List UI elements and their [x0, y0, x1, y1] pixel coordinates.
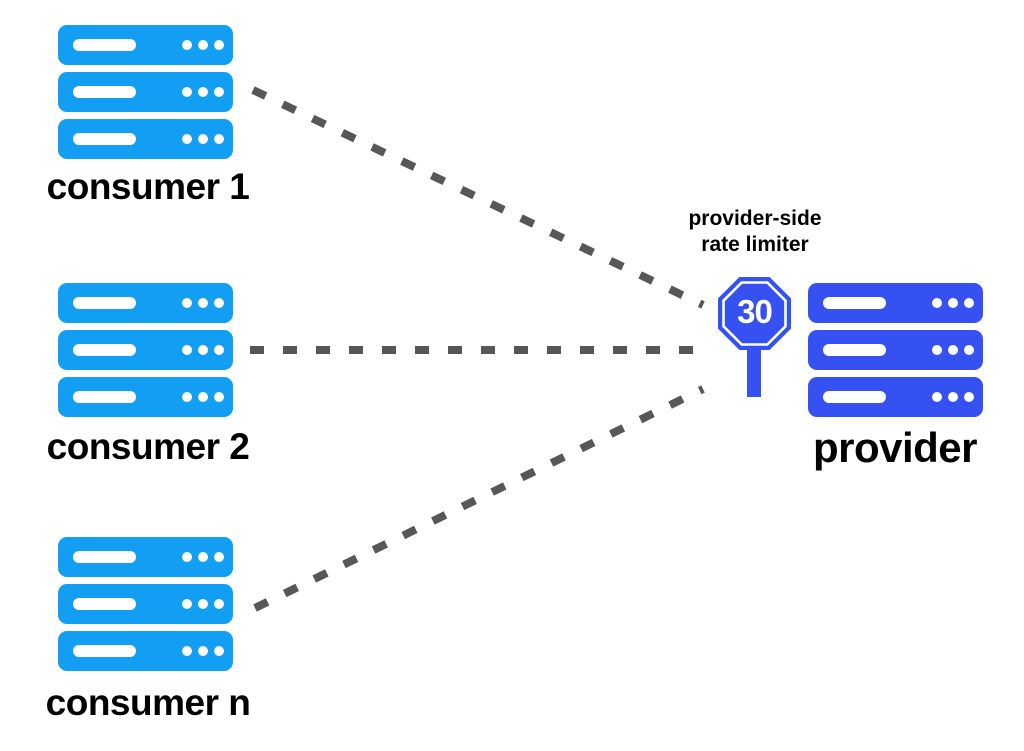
server-slot-bar [823, 344, 886, 356]
server-leds [182, 392, 224, 402]
dashed-line-consumer-1 [251, 86, 705, 309]
server-slot-bar [73, 391, 136, 403]
server-row [58, 631, 233, 671]
server-row [58, 377, 233, 417]
server-row [58, 72, 233, 112]
server-leds [932, 392, 974, 402]
server-slot-bar [73, 344, 136, 356]
server-leds [182, 134, 224, 144]
server-slot-bar [73, 598, 136, 610]
provider-label: provider [812, 424, 978, 471]
server-slot-bar [73, 297, 136, 309]
stop-sign-icon: 30 [718, 277, 791, 350]
server-leds [182, 345, 224, 355]
server-row [58, 537, 233, 577]
provider-server-stack-icon [808, 283, 983, 417]
consumer-1-server-stack-icon [58, 25, 233, 159]
server-row [808, 283, 983, 323]
server-leds [182, 646, 224, 656]
server-slot-bar [73, 551, 136, 563]
server-slot-bar [73, 39, 136, 51]
consumer-2-label: consumer 2 [46, 426, 250, 467]
server-row [58, 584, 233, 624]
server-slot-bar [823, 297, 886, 309]
server-row [58, 25, 233, 65]
dashed-line-consumer-n [253, 385, 705, 612]
server-leds [932, 345, 974, 355]
server-leds [182, 298, 224, 308]
server-row [808, 330, 983, 370]
server-row [58, 283, 233, 323]
server-row [58, 119, 233, 159]
stop-sign-post [747, 345, 761, 397]
consumer-n-server-stack-icon [58, 537, 233, 671]
rate-limit-value: 30 [737, 293, 773, 330]
rate-limiter-caption-line1: provider-side [688, 207, 822, 230]
consumer-n-label: consumer n [45, 682, 251, 723]
server-row [58, 330, 233, 370]
server-slot-bar [73, 645, 136, 657]
consumer-1-label: consumer 1 [46, 166, 250, 207]
server-leds [182, 552, 224, 562]
server-leds [182, 87, 224, 97]
server-leds [182, 40, 224, 50]
server-leds [932, 298, 974, 308]
server-slot-bar [73, 133, 136, 145]
server-leds [182, 599, 224, 609]
rate-limiter-caption: provider-side rate limiter [650, 206, 860, 258]
server-slot-bar [73, 86, 136, 98]
rate-limiter-caption-line2: rate limiter [701, 233, 809, 256]
server-row [808, 377, 983, 417]
server-slot-bar [823, 391, 886, 403]
consumer-2-server-stack-icon [58, 283, 233, 417]
